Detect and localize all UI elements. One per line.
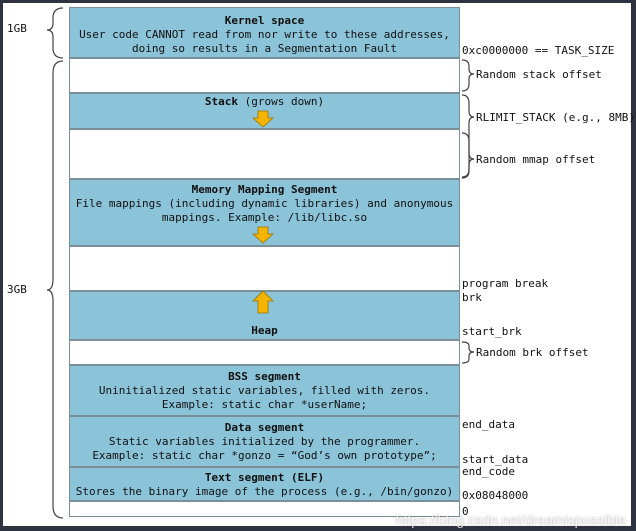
stack-heading: Stack (grows down): [70, 95, 459, 109]
random-stack-offset-gap: [69, 58, 460, 93]
memory-mapping-title: Memory Mapping Segment: [191, 183, 338, 196]
random-brk-offset-label: Random brk offset: [476, 346, 589, 359]
brk-label: brk: [462, 291, 482, 304]
kernel-size-brace: [46, 7, 64, 59]
bss-title: BSS segment: [228, 370, 301, 383]
text-line-1: Stores the binary image of the process (…: [75, 485, 454, 498]
data-segment: Data segment Static variables initialize…: [69, 416, 460, 467]
task-size-label: 0xc0000000 == TASK_SIZE: [462, 44, 615, 57]
stack-direction: (grows down): [238, 95, 325, 108]
stack-grow-down-arrow: [251, 110, 275, 128]
end-data-label: end_data: [462, 418, 515, 431]
memory-mapping-line-2: mappings. Example: /lib/libc.so: [161, 211, 368, 224]
bss-line-1: Uninitialized static variables, filled w…: [98, 384, 431, 397]
end-code-label: end_code: [462, 465, 515, 478]
random-brk-offset-gap: [69, 340, 460, 365]
heap-grow-up-arrow: [252, 290, 274, 314]
memory-layout-diagram: Kernel space User code CANNOT read from …: [3, 3, 635, 526]
diagram-overlay: [46, 7, 475, 519]
data-title: Data segment: [224, 421, 305, 434]
random-stack-offset-label: Random stack offset: [476, 68, 602, 81]
kernel-size-label: 1GB: [7, 22, 27, 35]
memory-mapping-line-1: File mappings (including dynamic librari…: [75, 197, 454, 210]
user-size-label: 3GB: [7, 283, 27, 296]
mmap-offset-brace: [461, 132, 475, 179]
start-data-label: start_data: [462, 453, 529, 466]
start-brk-label: start_brk: [462, 325, 522, 338]
rlimit-stack-label: RLIMIT_STACK (e.g., 8MB): [476, 111, 635, 124]
random-mmap-offset-label: Random mmap offset: [476, 153, 596, 166]
brk-offset-brace: [461, 341, 475, 364]
zero-address-label: 0: [462, 505, 469, 518]
kernel-space-title: Kernel space: [224, 14, 305, 27]
bss-segment: BSS segment Uninitialized static variabl…: [69, 365, 460, 416]
text-start-address-label: 0x08048000: [462, 489, 529, 502]
heap-title: Heap: [251, 324, 278, 337]
null-region: [69, 501, 460, 517]
unmapped-gap: [69, 246, 460, 291]
stack-title: Stack: [204, 95, 239, 108]
watermark-url: https://blog.csdn.net/dreamispossible: [395, 512, 626, 528]
text-segment: Text segment (ELF) Stores the binary ima…: [69, 467, 460, 501]
bss-line-2: Example: static char *userName;: [161, 398, 368, 411]
data-line-2: Example: static char *gonzo = “God’s own…: [92, 449, 437, 462]
data-line-1: Static variables initialized by the prog…: [108, 435, 421, 448]
mmap-grow-down-arrow: [251, 226, 275, 244]
program-break-label: program break: [462, 277, 549, 290]
stack-offset-brace: [461, 59, 475, 92]
stack-growth-gap: [69, 129, 460, 179]
kernel-space-line-2: doing so results in a Segmentation Fault: [132, 42, 397, 55]
user-size-brace: [46, 60, 64, 519]
kernel-space-segment: Kernel space User code CANNOT read from …: [69, 7, 460, 58]
text-title: Text segment (ELF): [204, 471, 325, 484]
kernel-space-line-1: User code CANNOT read from nor write to …: [79, 28, 450, 41]
